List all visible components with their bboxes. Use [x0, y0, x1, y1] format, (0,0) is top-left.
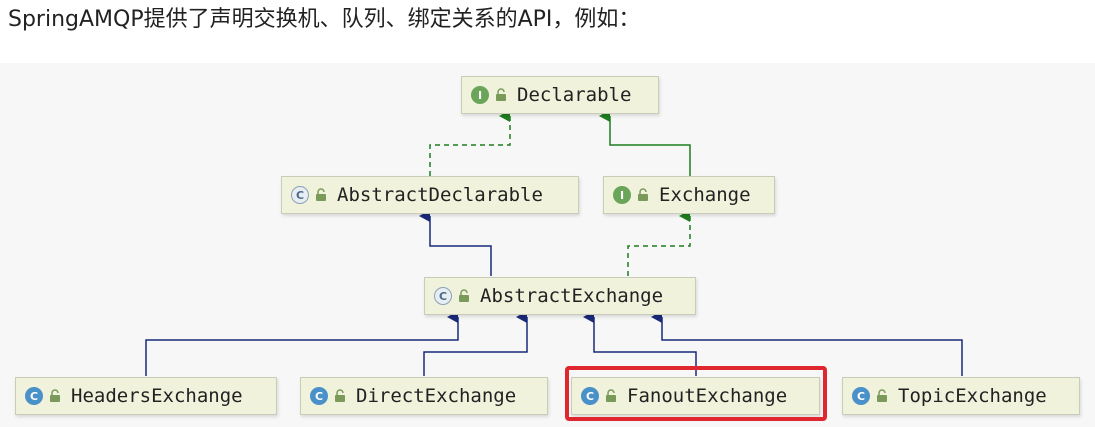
node-headers-exchange[interactable]: C HeadersExchange — [15, 377, 277, 415]
class-icon: C — [25, 387, 43, 405]
lock-icon — [877, 389, 887, 402]
lock-icon — [496, 88, 506, 101]
node-abstract-exchange[interactable]: C AbstractExchange — [424, 277, 696, 315]
edge-abstractexchange-abstractdeclarable — [419, 210, 492, 276]
intro-text: SpringAMQP提供了声明交换机、队列、绑定关系的API，例如： — [8, 7, 641, 32]
edge-exchange-declarable — [599, 110, 691, 176]
abstract-class-icon: C — [291, 186, 309, 204]
node-declarable[interactable]: I Declarable — [461, 76, 659, 114]
node-direct-exchange[interactable]: C DirectExchange — [300, 377, 548, 415]
node-label: HeadersExchange — [71, 385, 243, 407]
edge-abstractdeclarable-declarable — [429, 110, 511, 176]
edge-fanout-abstractexchange — [583, 311, 697, 376]
lock-icon — [316, 188, 326, 201]
diagram-panel — [0, 63, 1095, 427]
class-icon: C — [310, 387, 328, 405]
node-abstract-declarable[interactable]: C AbstractDeclarable — [281, 176, 579, 214]
lock-icon — [459, 289, 469, 302]
class-icon: C — [581, 387, 599, 405]
lock-icon — [335, 389, 345, 402]
edge-direct-abstractexchange — [423, 311, 528, 376]
node-exchange[interactable]: I Exchange — [603, 176, 775, 214]
node-fanout-exchange[interactable]: C FanoutExchange — [571, 377, 820, 415]
node-label: FanoutExchange — [627, 385, 788, 407]
edge-headers-abstractexchange — [145, 311, 459, 376]
edge-abstractexchange-exchange — [627, 210, 691, 276]
node-label: DirectExchange — [356, 385, 517, 407]
node-label: AbstractExchange — [480, 285, 664, 307]
highlight-box — [565, 366, 827, 421]
node-label: Declarable — [517, 84, 632, 106]
node-label: TopicExchange — [898, 385, 1047, 407]
class-icon: C — [852, 387, 870, 405]
node-topic-exchange[interactable]: C TopicExchange — [842, 377, 1080, 415]
lock-icon — [638, 188, 648, 201]
interface-icon: I — [471, 86, 489, 104]
lock-icon — [50, 389, 60, 402]
interface-icon: I — [613, 186, 631, 204]
lock-icon — [606, 389, 616, 402]
abstract-class-icon: C — [434, 287, 452, 305]
node-label: Exchange — [659, 184, 751, 206]
edge-topic-abstractexchange — [651, 311, 963, 376]
node-label: AbstractDeclarable — [337, 184, 543, 206]
